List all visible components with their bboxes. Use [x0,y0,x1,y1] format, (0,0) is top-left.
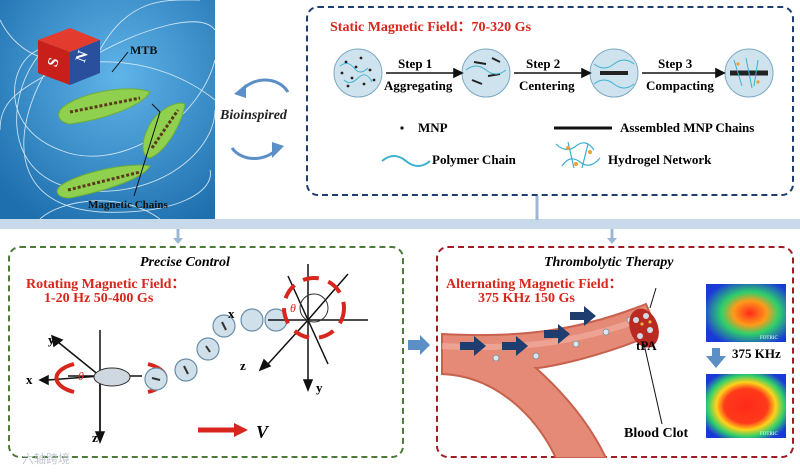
freq-label: 375 KHz [732,346,781,361]
axis-z-left: z [92,430,98,445]
down-arrow-icon [706,348,726,368]
thermal-image-after [706,374,786,438]
sphere-dispersed [334,49,382,97]
step2-number: Step 2 [526,56,560,72]
hydrogel-legend-icon [556,142,600,168]
sphere-aggregated [462,49,510,97]
thermal-brand-1: FOTRIC [760,336,778,341]
blood-clot-label: Blood Clot [624,426,689,441]
sphere-centered [590,49,638,97]
tpa-label: tPA [636,338,657,353]
step1-name: Aggregating [384,78,452,94]
axis-y-right: y [316,380,323,395]
magnet-icon: S N [38,28,100,85]
mtb-field-image: S N MTB Magnetic Chains [0,0,215,219]
blood-vessel-graphic: FOTRIC FOTRIC 375 KHz tPA Blood Clot [436,246,794,458]
axis-x-right: x [228,306,235,321]
static-field-title: Static Magnetic Field：70-320 Gs [330,16,531,36]
mtb-label: MTB [130,43,157,57]
polymer-chain-legend-icon [382,156,430,166]
velocity-arrow-icon [198,423,248,437]
field-lines-graphic: S N MTB Magnetic Chains [0,0,215,219]
velocity-label: V [256,422,270,442]
legend-assembled-label: Assembled MNP Chains [620,120,754,136]
theta-left: θ [78,369,84,383]
axis-x-left: x [26,372,33,387]
connector-arrows [0,196,800,244]
step3-name: Compacting [646,78,714,94]
sphere-compacted [725,49,773,97]
panel-transition-arrow [404,333,434,357]
bioinspired-label: Bioinspired [220,108,287,124]
axis-y-left: y [48,332,55,347]
theta-right: θ [290,301,296,315]
legend-hydrogel-label: Hydrogel Network [608,152,711,168]
legend-mnp-label: MNP [418,120,448,136]
legend-polymer-label: Polymer Chain [432,152,516,168]
thermal-brand-2: FOTRIC [760,432,778,437]
watermark: 六轴跨境 [22,450,70,467]
thermal-image-before [706,284,786,342]
step2-name: Centering [519,78,575,94]
mnp-legend-icon [400,126,403,129]
axis-z-right: z [240,358,246,373]
step1-number: Step 1 [398,56,432,72]
step3-number: Step 3 [658,56,692,72]
rotation-control-graphic: y x z θ x z y θ V [8,246,404,458]
